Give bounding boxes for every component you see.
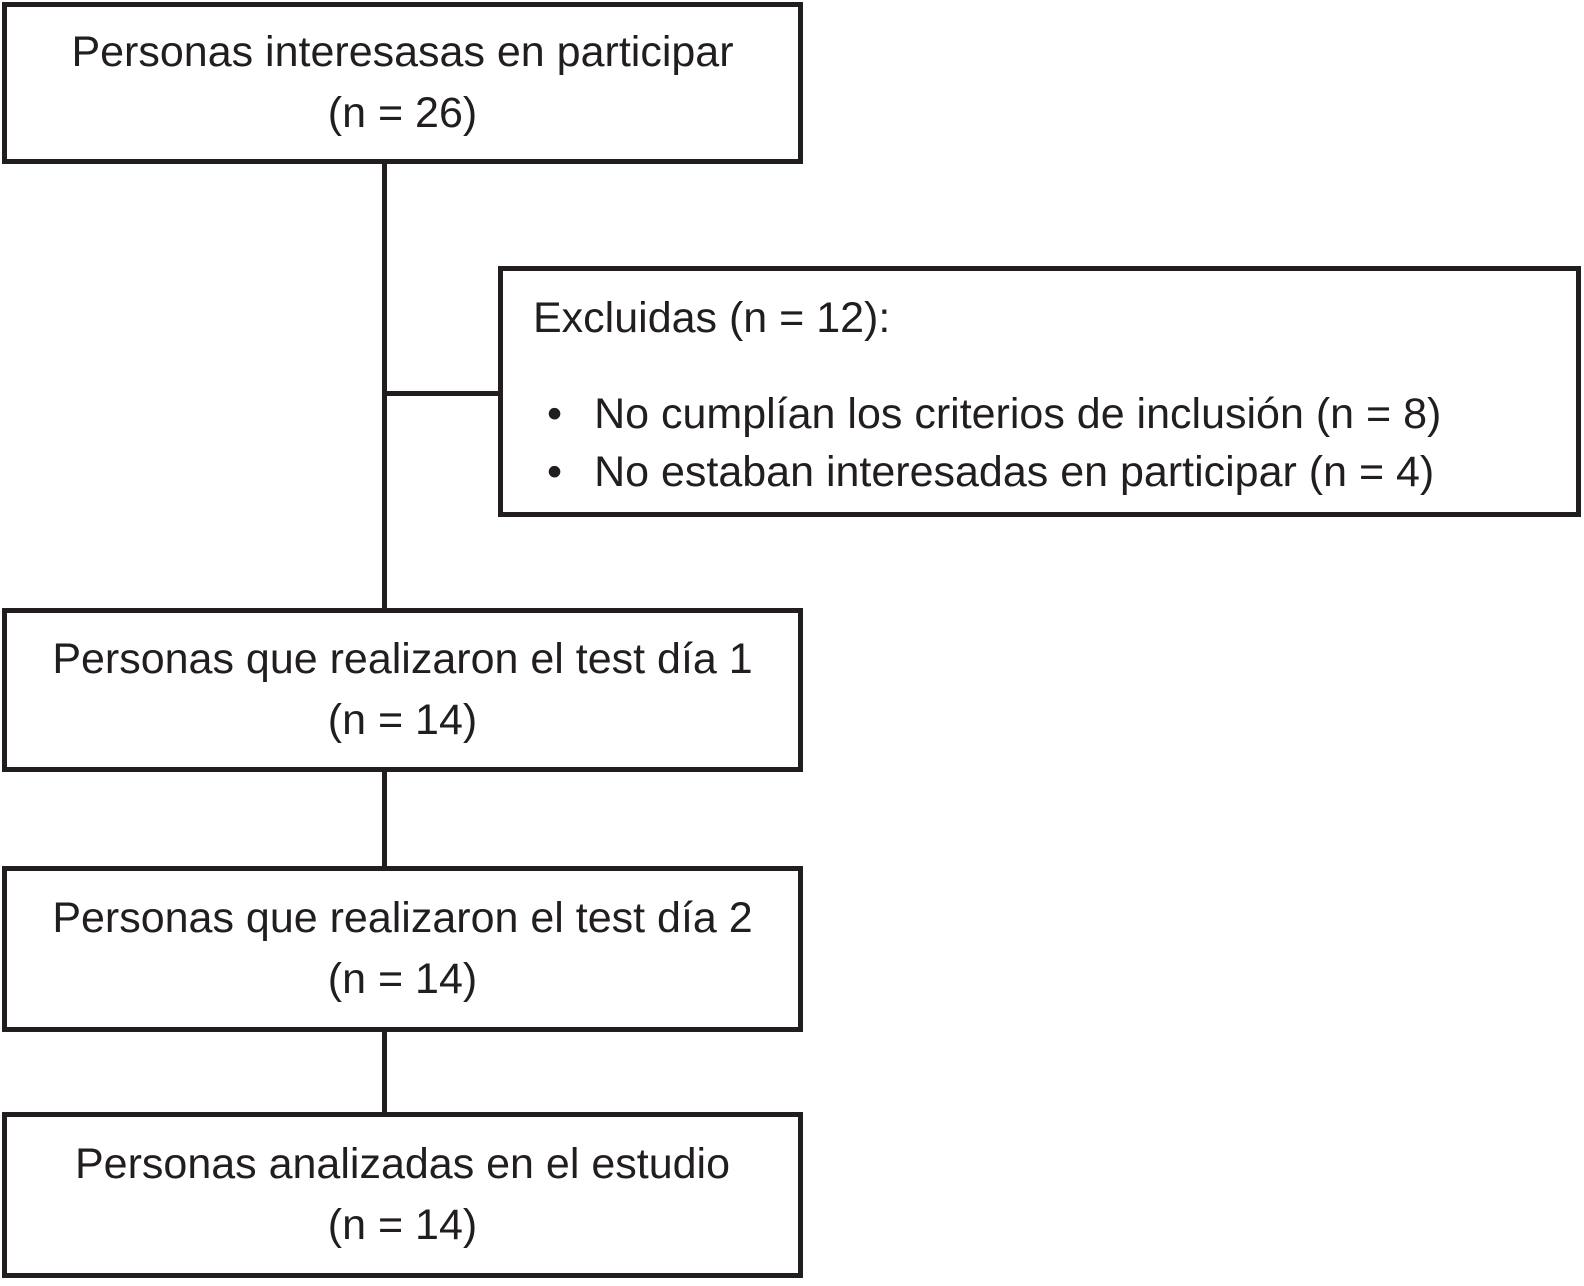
test-day1-count: (n = 14) — [327, 696, 478, 744]
excluded-item-text: No estaban interesadas en participar (n … — [594, 448, 1435, 497]
flow-box-interested: Personas interesasas en participar (n = … — [2, 2, 803, 164]
test-day2-label: Personas que realizaron el test día 2 — [52, 893, 753, 942]
connector-branch-excluded — [384, 391, 501, 396]
test-day2-count: (n = 14) — [327, 955, 478, 1003]
flow-box-test-day1: Personas que realizaron el test día 1 (n… — [2, 608, 803, 772]
excluded-item: • No estaban interesadas en participar (… — [547, 443, 1576, 501]
analyzed-count: (n = 14) — [327, 1201, 478, 1249]
bullet-icon: • — [547, 448, 563, 497]
flow-box-test-day2: Personas que realizaron el test día 2 (n… — [2, 866, 803, 1032]
bullet-icon: • — [547, 390, 563, 439]
analyzed-label: Personas analizadas en el estudio — [75, 1139, 730, 1188]
excluded-title: Excluidas (n = 12): — [533, 294, 891, 342]
connector-vertical-top — [382, 162, 387, 610]
interested-label: Personas interesasas en participar — [71, 27, 734, 76]
test-day1-label: Personas que realizaron el test día 1 — [52, 634, 753, 683]
interested-count: (n = 26) — [327, 89, 478, 137]
connector-vertical-middle — [382, 770, 387, 868]
excluded-item: • No cumplían los criterios de inclusión… — [547, 385, 1576, 443]
excluded-list: • No cumplían los criterios de inclusión… — [533, 385, 1576, 501]
flow-box-excluded: Excluidas (n = 12): • No cumplían los cr… — [498, 266, 1581, 517]
excluded-item-text: No cumplían los criterios de inclusión (… — [594, 390, 1442, 439]
connector-vertical-bottom — [382, 1030, 387, 1114]
flow-box-analyzed: Personas analizadas en el estudio (n = 1… — [2, 1112, 803, 1278]
